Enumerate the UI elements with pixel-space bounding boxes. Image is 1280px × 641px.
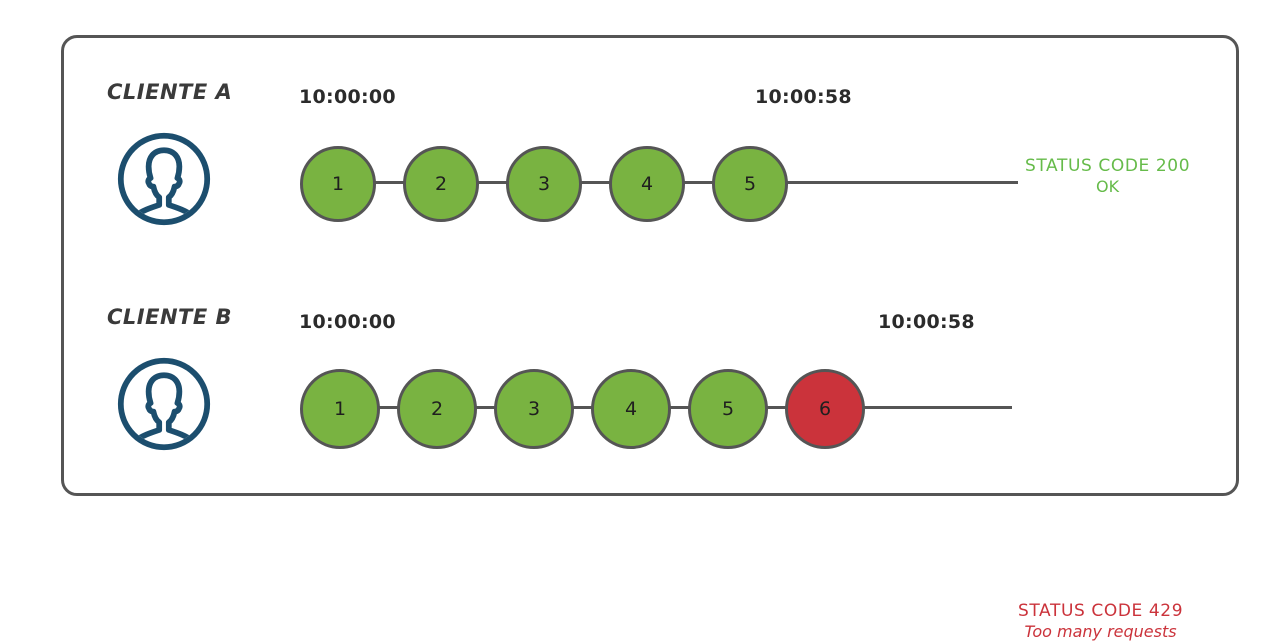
request-node-6[interactable]: 6 bbox=[785, 369, 865, 449]
request-node-label: 5 bbox=[743, 173, 757, 195]
timestamp-start-a: 10:00:00 bbox=[299, 86, 396, 108]
request-node-label: 5 bbox=[721, 398, 735, 420]
response-connector bbox=[863, 406, 1012, 409]
request-node-2[interactable]: 2 bbox=[397, 369, 477, 449]
request-node-label: 3 bbox=[537, 173, 551, 195]
request-node-label: 1 bbox=[333, 398, 347, 420]
request-connector bbox=[669, 406, 690, 409]
timestamp-end-a: 10:00:58 bbox=[755, 86, 852, 108]
request-node-1[interactable]: 1 bbox=[300, 146, 376, 222]
timestamp-end-b: 10:00:58 bbox=[878, 311, 975, 333]
status-code-a: STATUS CODE 200 bbox=[1025, 156, 1191, 176]
request-node-label: 3 bbox=[527, 398, 541, 420]
timestamp-start-b: 10:00:00 bbox=[299, 311, 396, 333]
request-node-4[interactable]: 4 bbox=[591, 369, 671, 449]
request-node-5[interactable]: 5 bbox=[688, 369, 768, 449]
request-node-label: 6 bbox=[818, 398, 832, 420]
client-label-b: CLIENTE B bbox=[107, 305, 233, 329]
request-node-label: 2 bbox=[434, 173, 448, 195]
request-connector bbox=[374, 181, 405, 184]
request-node-label: 4 bbox=[640, 173, 654, 195]
request-connector bbox=[683, 181, 714, 184]
status-badge-b: STATUS CODE 429 Too many requests bbox=[1018, 601, 1183, 641]
status-badge-a: STATUS CODE 200 OK bbox=[1025, 156, 1190, 196]
user-avatar-icon bbox=[116, 356, 212, 452]
status-code-b: STATUS CODE 429 bbox=[1018, 601, 1184, 621]
user-avatar-icon bbox=[116, 131, 212, 227]
request-connector bbox=[572, 406, 593, 409]
status-message-a: OK bbox=[1096, 177, 1120, 196]
request-node-1[interactable]: 1 bbox=[300, 369, 380, 449]
request-node-4[interactable]: 4 bbox=[609, 146, 685, 222]
client-label-a: CLIENTE A bbox=[107, 80, 233, 104]
request-node-3[interactable]: 3 bbox=[506, 146, 582, 222]
response-connector bbox=[786, 181, 1018, 184]
diagram-canvas: CLIENTE A 10:00:00 10:00:58 1 2 3 4 5 STATUS… bbox=[61, 35, 1239, 641]
request-connector bbox=[475, 406, 496, 409]
request-connector bbox=[766, 406, 787, 409]
request-connector bbox=[378, 406, 399, 409]
request-node-label: 4 bbox=[624, 398, 638, 420]
status-message-b: Too many requests bbox=[1024, 622, 1177, 641]
request-node-label: 1 bbox=[331, 173, 345, 195]
request-connector bbox=[580, 181, 611, 184]
request-node-5[interactable]: 5 bbox=[712, 146, 788, 222]
request-connector bbox=[477, 181, 508, 184]
request-node-2[interactable]: 2 bbox=[403, 146, 479, 222]
request-node-label: 2 bbox=[430, 398, 444, 420]
request-node-3[interactable]: 3 bbox=[494, 369, 574, 449]
